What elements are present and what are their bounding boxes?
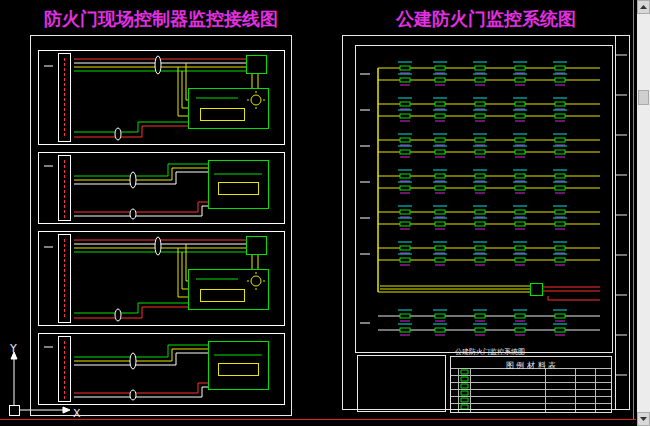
door-row [378,62,600,73]
door-row [378,324,600,335]
door-row [378,206,600,217]
sheet-edge [0,419,636,420]
door-row [378,170,600,181]
door-row [378,310,600,321]
ucs-icon [11,352,70,413]
door-row [378,242,600,253]
panel-title: 防火门现场控制器监控接线图 [44,5,278,33]
panel-title: 公建防火门监控系统图 [396,5,576,33]
scroll-arrow [640,417,647,421]
door-row [378,254,600,265]
sidebar-ticks [615,35,627,410]
bus-line [377,68,379,292]
door-row [378,218,600,229]
text-row: 公建防火门监控系统图 [342,5,630,33]
door-row [378,74,600,85]
wiring-block [39,334,285,405]
ucs-origin [10,406,20,416]
door-row [378,182,600,193]
drawing-area [356,46,613,353]
scroll-button [638,413,650,426]
bus-lines [378,286,530,292]
scroll-arrow [640,5,647,9]
material-table: 图 例 材 料 表 [450,356,612,413]
legend-icons [461,370,468,409]
axis-label: Y [10,338,17,356]
door-row [378,110,600,121]
axis-label: X [73,403,81,421]
floor-marks [360,74,370,323]
wiring-block [39,51,285,145]
signal-lines [543,287,600,300]
scroll-button [638,1,650,14]
sheet-edge [633,0,634,419]
note-box [358,356,446,412]
axis-label: Y [10,342,17,355]
text-row: 防火门现场控制器监控接线图 [30,5,292,33]
frame-border [30,35,292,416]
scroll-thumb [639,91,649,105]
drawing-caption: 公建防火门监控系统图 [455,348,525,356]
wiring-block [39,232,285,326]
door-row [378,134,600,145]
table-title: 图 例 材 料 表 [506,360,556,371]
table-grid [450,368,612,413]
controller-box [531,284,543,296]
door-row [378,98,600,109]
axis-label: X [73,407,81,420]
wiring-block [39,153,285,224]
drawing-caption: 公建防火门监控系统图 [455,340,525,358]
door-row [378,146,600,157]
panel-frame: 防火门现场控制器监控接线图 [30,5,292,416]
scrollbar [637,0,650,426]
text-row: 图 例 材 料 表 [451,357,611,368]
